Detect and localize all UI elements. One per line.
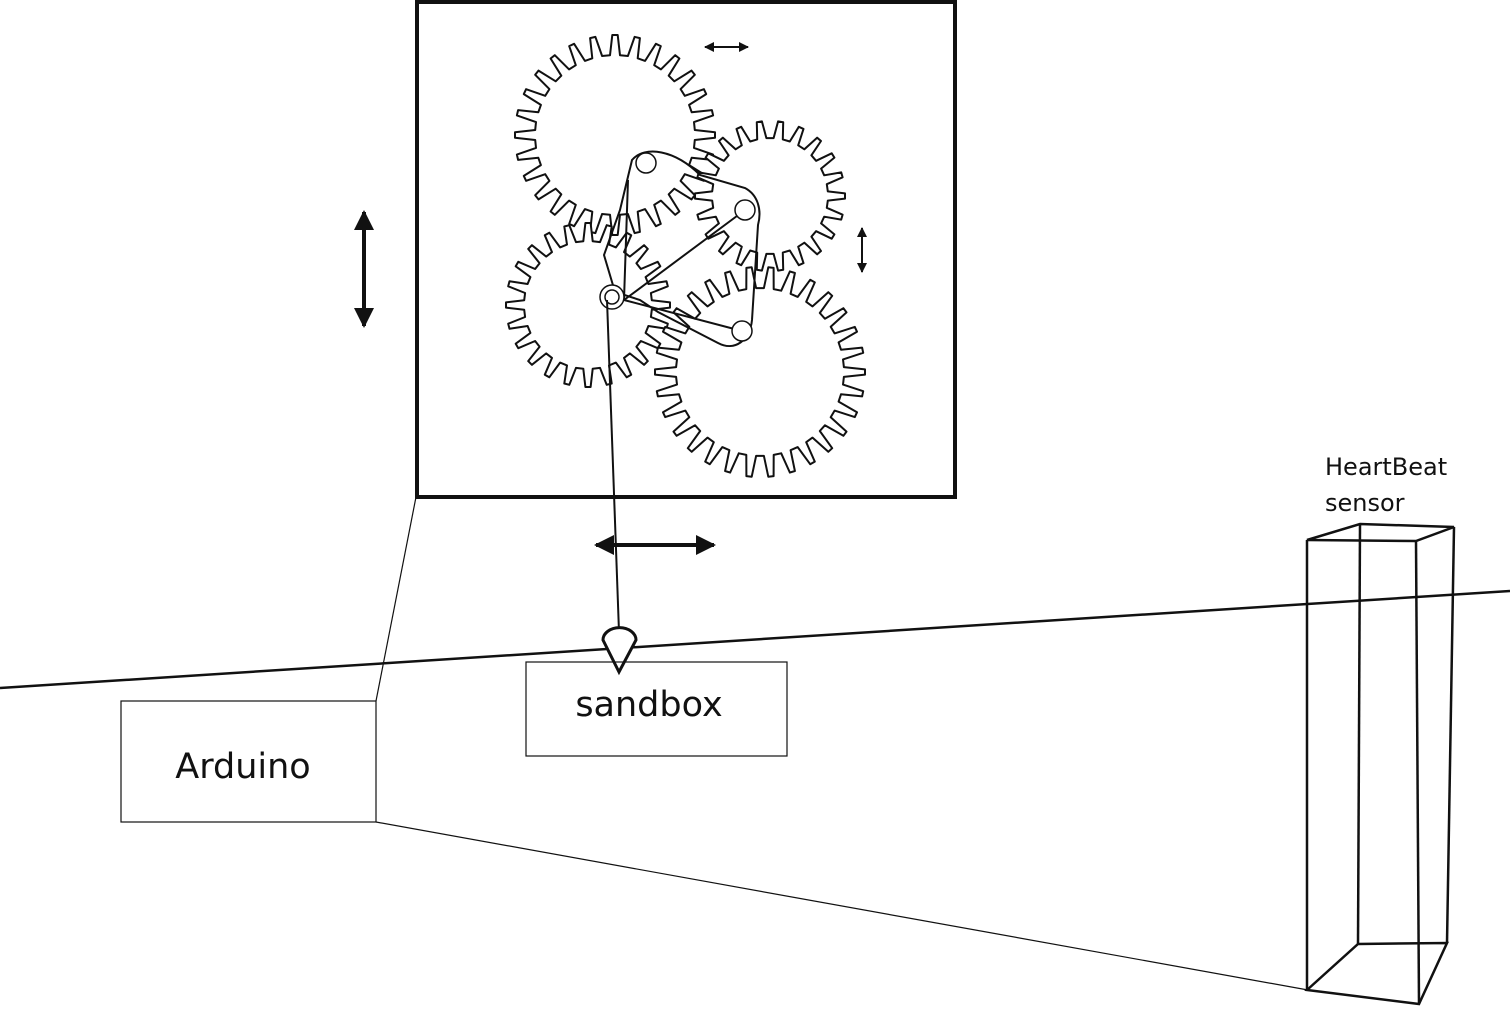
linkage-arms — [602, 150, 761, 348]
arduino-label: Arduino — [175, 747, 310, 787]
linkage-arm-upper — [602, 150, 761, 348]
arduino-box — [120, 700, 377, 823]
gear-bottom-right — [654, 266, 866, 478]
gear-assembly — [505, 34, 866, 478]
sensor-label-line1: HeartBeat — [1325, 453, 1447, 481]
machine-frame — [415, 0, 957, 499]
stylus-icon — [601, 626, 638, 676]
arduino-to-sensor-line — [375, 821, 1309, 991]
heartbeat-sensor-pillar — [1304, 522, 1456, 1006]
sandbox-label: sandbox — [575, 685, 722, 725]
arduino-to-frame-line — [375, 496, 417, 702]
gear-middle-left — [505, 222, 671, 388]
pivot-points — [599, 152, 756, 342]
gear-top-left — [514, 34, 716, 236]
pivot-upper-right — [734, 199, 756, 221]
pivot-lower-right — [731, 320, 753, 342]
linkage-arm-inner — [623, 179, 746, 332]
pendulum-wire — [606, 299, 620, 633]
pivot-center-inner — [604, 289, 620, 305]
pivot-upper-left — [635, 152, 657, 174]
sensor-label-line2: sensor — [1325, 489, 1405, 517]
gear-right — [694, 120, 846, 272]
motion-arrows — [354, 42, 867, 555]
ground-line — [0, 589, 1510, 690]
sandbox-box — [525, 661, 788, 757]
